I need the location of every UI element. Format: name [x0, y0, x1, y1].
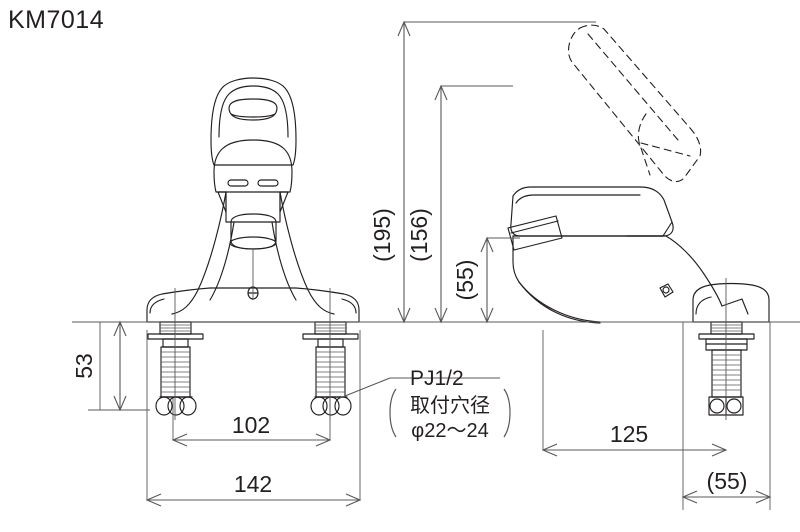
dim-label-base-width: 142	[234, 471, 272, 497]
dim-label-shank-length: 53	[71, 353, 97, 379]
annotation-thread-spec: PJ1/2	[410, 367, 464, 390]
side-view-faucet	[507, 24, 770, 324]
dim-label-outlet-height: (55)	[452, 260, 478, 301]
annotation-hole-diameter: φ22〜24	[411, 420, 488, 442]
dim-label-hole-spacing: 102	[232, 412, 270, 438]
dim-label-overall-height: (195)	[369, 208, 395, 262]
side-view-shank	[698, 321, 755, 416]
dim-label-spout-height: (156)	[406, 208, 432, 262]
dimension-arrows	[113, 20, 772, 507]
front-view-right-shank	[302, 321, 359, 416]
spout-marker-icon	[659, 283, 674, 298]
annotation-hole-label: 取付穴径	[410, 394, 490, 417]
annotation-parentheses	[389, 388, 511, 438]
page-title: KM7014	[8, 6, 105, 34]
front-view-left-shank	[147, 321, 204, 416]
dim-label-side-depth: (55)	[707, 468, 748, 494]
spout-outlet	[507, 215, 563, 251]
dim-label-spout-reach: 125	[610, 421, 648, 447]
reference-lines	[72, 21, 800, 510]
front-view-faucet	[146, 77, 360, 323]
